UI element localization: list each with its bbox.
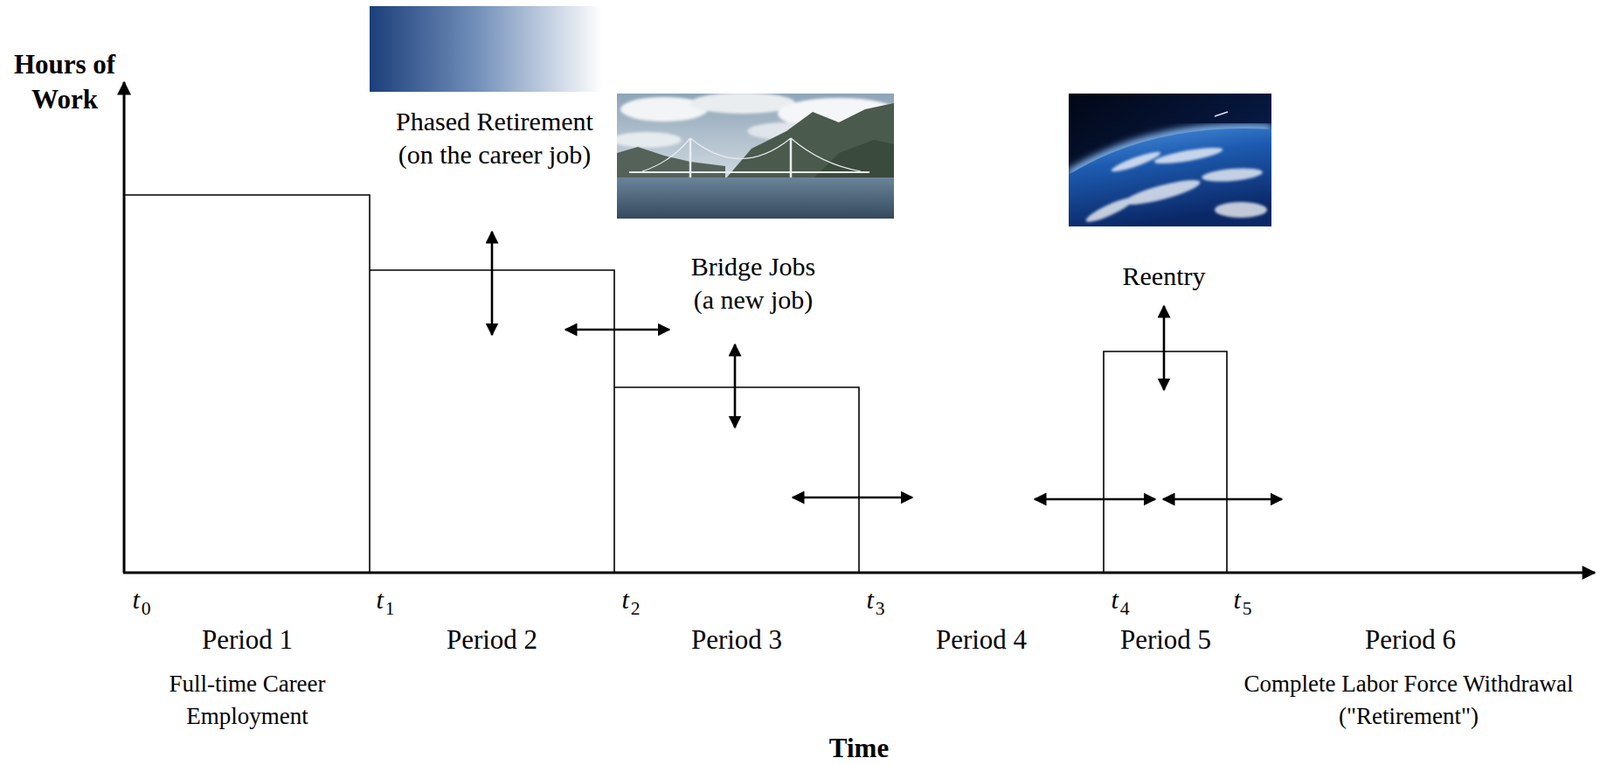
- time-tick: t3: [866, 582, 886, 619]
- photo-earth: [1068, 128, 1272, 227]
- period-label: Period 3: [691, 623, 783, 657]
- photo-mountain: [725, 103, 894, 180]
- double-arrow: [1163, 498, 1282, 501]
- stage-label: Phased Retirement (on the career job): [386, 104, 603, 172]
- photo-hill: [616, 146, 726, 180]
- photo-satellite: [1214, 111, 1228, 117]
- period-label: Period 5: [1120, 623, 1212, 657]
- double-arrow: [734, 344, 737, 428]
- time-tick: t2: [622, 582, 641, 619]
- period-label: Period 1: [201, 623, 293, 657]
- bridge-block: [614, 387, 859, 573]
- double-arrow: [1163, 305, 1166, 390]
- period-description: Complete Labor Force Withdrawal ("Retire…: [1232, 667, 1586, 733]
- photo-bridge: [629, 138, 870, 178]
- period-label: Period 2: [446, 623, 538, 657]
- stage-label: Bridge Jobs (a new job): [683, 249, 824, 317]
- earth-photo: [1068, 93, 1272, 227]
- period-label: Period 6: [1364, 623, 1456, 657]
- time-tick: t0: [132, 582, 152, 619]
- stage-label: Reentry: [1122, 259, 1206, 293]
- photo-mountain: [812, 139, 894, 180]
- time-tick: t4: [1111, 582, 1130, 619]
- double-arrow: [565, 328, 670, 332]
- period-label: Period 4: [935, 623, 1027, 657]
- reentry-block: [1103, 351, 1227, 573]
- double-arrow: [491, 231, 494, 335]
- gradient-band: [369, 6, 603, 92]
- axis-title: Time: [829, 734, 889, 762]
- double-arrow: [1034, 498, 1156, 501]
- bridge-photo: [616, 93, 894, 219]
- photo-water: [616, 177, 894, 219]
- time-tick: t1: [376, 582, 395, 619]
- variation-arrows: [491, 231, 1282, 499]
- career-block: [124, 194, 370, 573]
- axis-title: Hours of Work: [3, 47, 126, 118]
- period-description: Full-time Career Employment: [158, 667, 338, 733]
- double-arrow: [792, 496, 913, 499]
- photo-clouds: [1083, 144, 1268, 226]
- hours-profile: [124, 194, 1227, 573]
- photo-space: [1068, 93, 1272, 227]
- time-tick: t5: [1233, 582, 1253, 619]
